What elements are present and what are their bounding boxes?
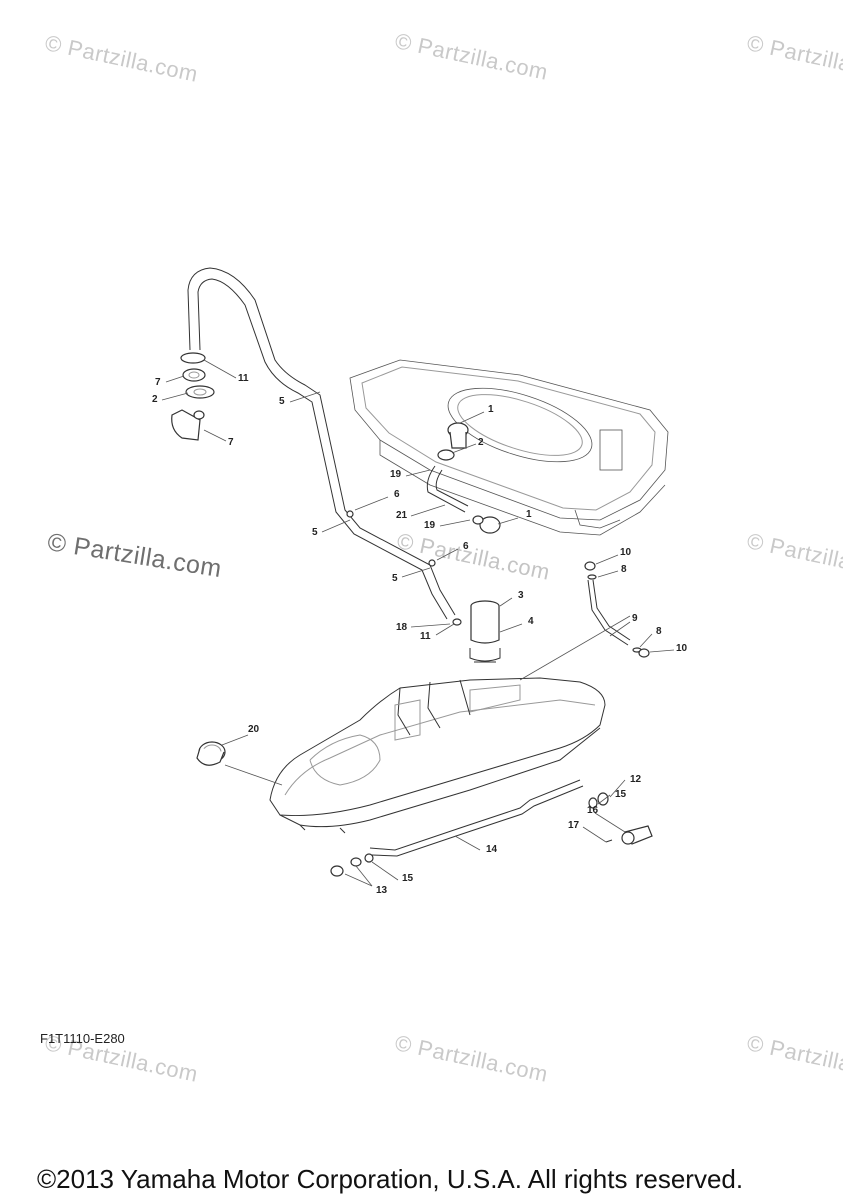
- callout-label: 7: [155, 377, 161, 388]
- hatch-tray: [349, 359, 669, 536]
- callout-label: 14: [486, 844, 498, 855]
- callout-label: 20: [248, 724, 260, 735]
- drain-plug-13: [330, 853, 374, 877]
- callout-label: 6: [463, 541, 469, 552]
- callout-label: 6: [394, 489, 400, 500]
- hose-21: [426, 465, 466, 513]
- washer-2: [185, 385, 215, 399]
- callout-label: 15: [402, 873, 414, 884]
- callout-label: 8: [656, 626, 662, 637]
- plug-20: [196, 741, 226, 766]
- callout-label: 11: [238, 373, 249, 384]
- drain-plug-12: [588, 792, 609, 809]
- callout-label: 17: [568, 820, 580, 831]
- callout-label: 5: [392, 573, 398, 584]
- leader-lines: [161, 359, 675, 887]
- pipe-14: [369, 779, 581, 851]
- elbow-7: [171, 409, 205, 441]
- callout-label: 18: [396, 622, 408, 633]
- copyright-notice: ©2013 Yamaha Motor Corporation, U.S.A. A…: [37, 1164, 744, 1194]
- clamp-11: [180, 352, 206, 364]
- callout-label: 5: [279, 396, 285, 407]
- callout-label: 11: [420, 631, 431, 642]
- callout-label: 1: [488, 404, 494, 415]
- callout-label: 3: [518, 590, 524, 601]
- callout-label: 7: [228, 437, 234, 448]
- grommet-7: [182, 368, 206, 382]
- callout-label: 15: [615, 789, 627, 800]
- fitting-16: [621, 825, 653, 845]
- callout-label: 19: [424, 520, 436, 531]
- diagram-code: F1T1110-E280: [40, 1031, 125, 1046]
- callout-label: 19: [390, 469, 402, 480]
- callout-label: 13: [376, 885, 388, 896]
- fitting-1-upper: [437, 422, 469, 461]
- callout-label: 1: [526, 509, 532, 520]
- callout-label: 10: [620, 547, 632, 558]
- callout-label: 21: [396, 510, 408, 521]
- hose-loop: [187, 267, 456, 620]
- callout-label: 2: [152, 394, 158, 405]
- callout-label: 10: [676, 643, 688, 654]
- callout-label: 5: [312, 527, 318, 538]
- callout-label: 4: [528, 616, 534, 627]
- callout-label: 16: [587, 805, 599, 816]
- fitting-1-lower: [472, 515, 501, 534]
- callout-label: 9: [632, 613, 638, 624]
- canister-3: [469, 600, 501, 663]
- drain-hose-9: [584, 561, 650, 658]
- boat-hull: [269, 677, 606, 834]
- callout-label: 8: [621, 564, 627, 575]
- callout-label: 12: [630, 774, 642, 785]
- callout-label: 2: [478, 437, 484, 448]
